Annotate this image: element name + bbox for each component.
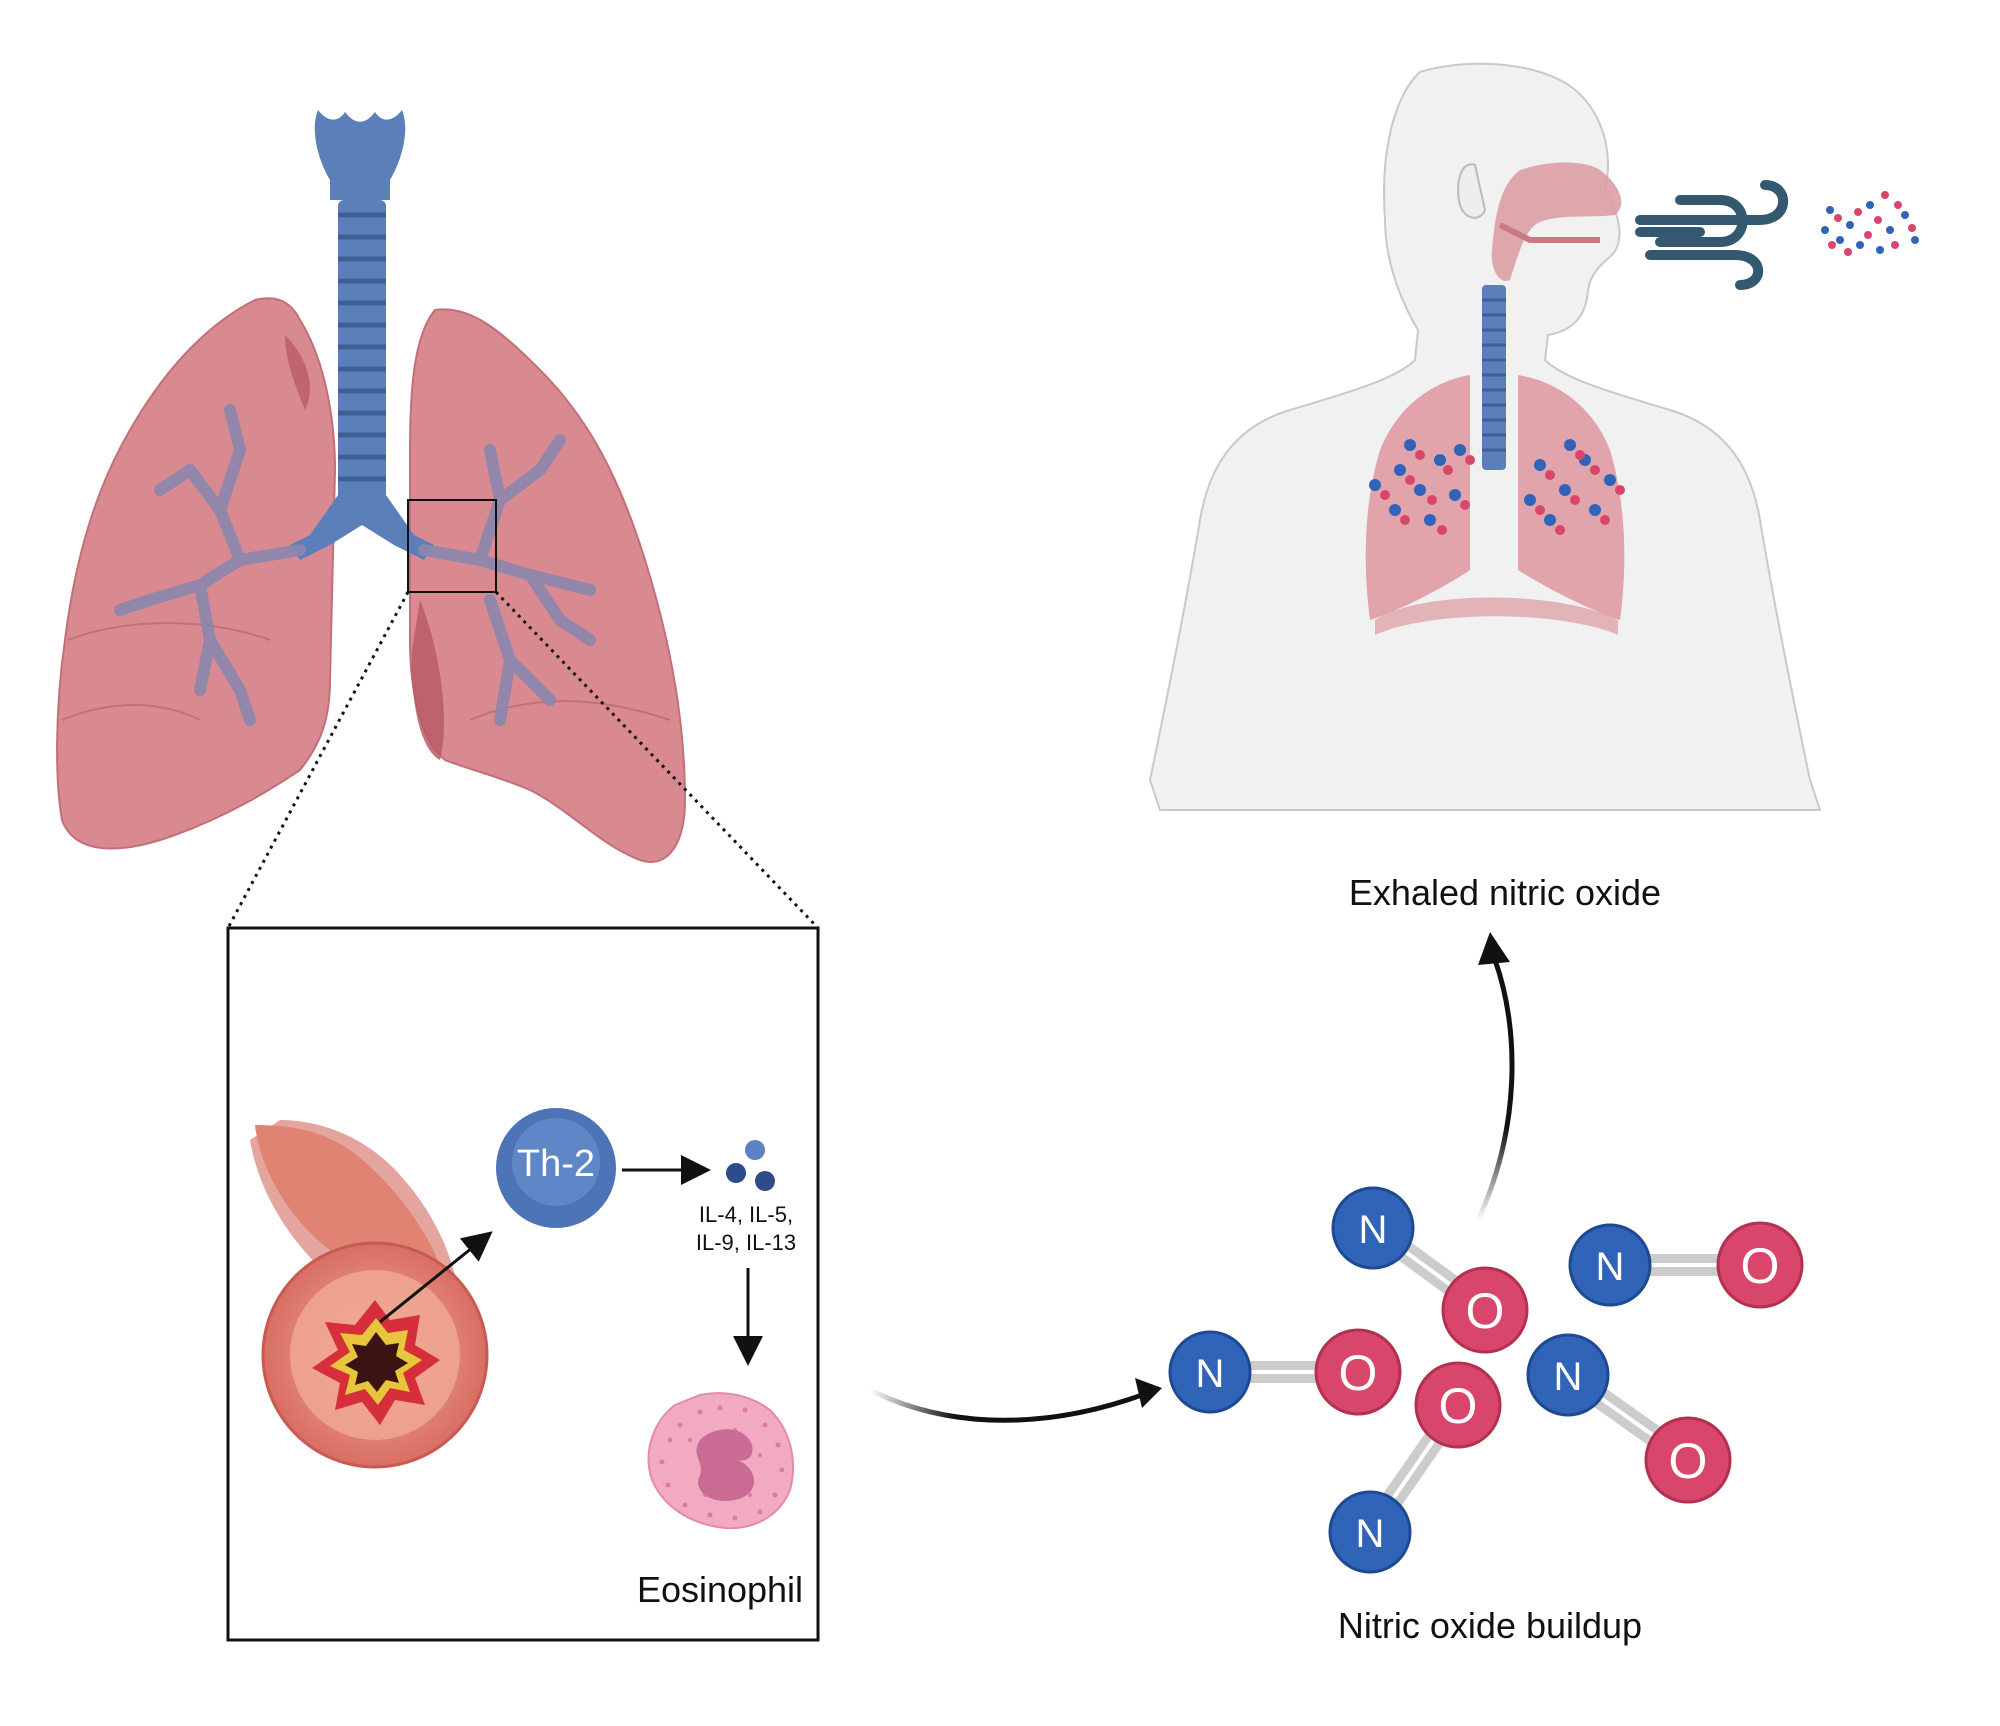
exhale-wind-icon: [1635, 180, 1789, 290]
no-molecule: N O: [1526, 1333, 1732, 1504]
airway-cross-section: [250, 1120, 489, 1469]
lungs-illustration: [56, 110, 687, 863]
exhaled-particles: [1821, 191, 1919, 256]
no-molecule: N O: [1168, 1328, 1402, 1416]
th2-cell: Th-2: [496, 1108, 616, 1228]
svg-text:N: N: [1359, 1208, 1388, 1252]
eosinophil-label: Eosinophil: [637, 1569, 803, 1610]
cytokine-particles: [726, 1140, 775, 1191]
nitric-oxide-molecules: N O N O N O N O: [1168, 1186, 1804, 1574]
lung-no-particles: [1369, 439, 1625, 535]
svg-text:O: O: [1439, 1378, 1478, 1434]
human-torso: [1148, 62, 1822, 811]
svg-text:N: N: [1356, 1512, 1385, 1556]
zoom-connector: [226, 590, 820, 930]
bronchial-tree: [114, 404, 596, 726]
cytokine-label-line1: IL-4, IL-5,: [699, 1202, 793, 1227]
arrow-to-exhaled: [1475, 959, 1515, 1222]
arrow-airway-to-th2: [379, 1231, 493, 1324]
svg-text:O: O: [1741, 1238, 1780, 1294]
left-lung: [56, 297, 337, 850]
svg-text:O: O: [1466, 1283, 1505, 1339]
exhaled-label: Exhaled nitric oxide: [1349, 872, 1661, 913]
th2-label: Th-2: [517, 1143, 595, 1185]
no-molecule: N O: [1568, 1221, 1804, 1309]
zoom-region-box: [407, 499, 497, 593]
right-lung: [409, 308, 687, 863]
inset-panel: Th-2 IL-4, IL-5, IL-9, IL-13: [226, 926, 820, 1642]
svg-text:N: N: [1196, 1352, 1225, 1396]
svg-text:N: N: [1596, 1245, 1625, 1289]
cytokine-label-line2: IL-9, IL-13: [696, 1230, 796, 1255]
svg-text:O: O: [1669, 1433, 1708, 1489]
eosinophil-cell: [647, 1392, 794, 1530]
svg-text:N: N: [1554, 1355, 1583, 1399]
no-molecule: N O: [1331, 1186, 1529, 1354]
no-molecule: N O: [1328, 1361, 1502, 1574]
svg-text:O: O: [1339, 1345, 1378, 1401]
arrow-to-buildup: [868, 1387, 1151, 1423]
trachea: [290, 110, 434, 560]
buildup-label: Nitric oxide buildup: [1338, 1605, 1642, 1646]
